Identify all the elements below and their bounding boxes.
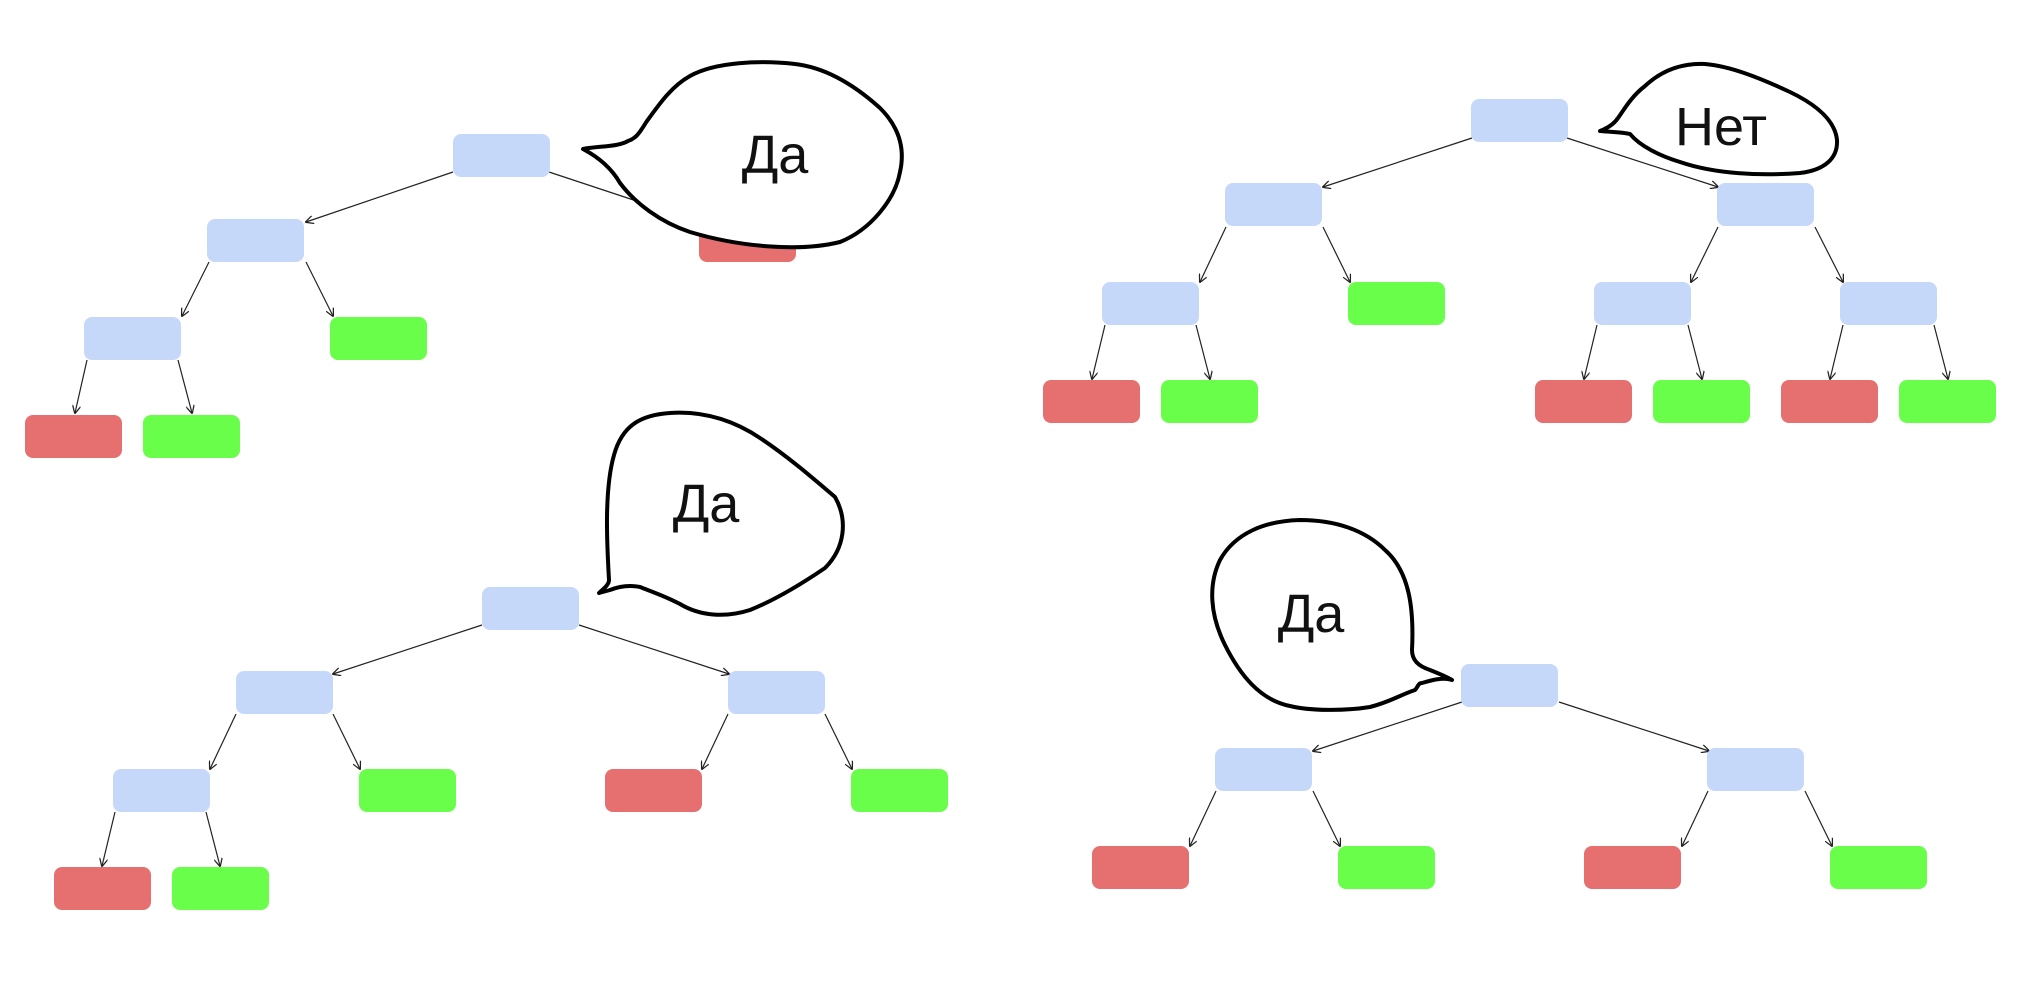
- edge: [1190, 790, 1217, 846]
- edge: [824, 713, 852, 769]
- leaf-node-red: [1535, 380, 1632, 423]
- edge: [210, 713, 237, 769]
- leaf-node-green: [1338, 846, 1435, 889]
- decision-node: [1102, 282, 1199, 325]
- speech-bubble: [1210, 518, 1454, 712]
- decision-node: [1840, 282, 1937, 325]
- leaf-node-green: [1830, 846, 1927, 889]
- edge: [332, 713, 360, 769]
- edge: [333, 624, 483, 674]
- decision-node: [1717, 183, 1814, 226]
- decision-node: [1471, 99, 1568, 142]
- decision-node: [1225, 183, 1322, 226]
- edge: [305, 261, 333, 316]
- decision-node: [1461, 664, 1558, 707]
- speech-bubble: [597, 410, 845, 617]
- edge: [306, 171, 454, 222]
- leaf-node-green: [851, 769, 948, 812]
- decision-node: [482, 587, 579, 630]
- decision-node: [453, 134, 550, 177]
- leaf-node-green: [1348, 282, 1445, 325]
- leaf-node-green: [330, 317, 427, 360]
- leaf-node-red: [605, 769, 702, 812]
- edge: [1322, 226, 1350, 282]
- edge: [1558, 701, 1709, 751]
- tree-bottom-left: Да: [54, 410, 948, 910]
- edge: [1200, 226, 1227, 282]
- tree-top-left: Да: [25, 60, 904, 458]
- edge: [1814, 226, 1843, 282]
- leaf-node-red: [25, 415, 122, 458]
- decision-node: [207, 219, 304, 262]
- decision-node: [1707, 748, 1804, 791]
- edge: [578, 624, 729, 674]
- edge: [205, 811, 220, 866]
- leaf-node-green: [1653, 380, 1750, 423]
- edge: [102, 811, 116, 866]
- decision-node: [113, 769, 210, 812]
- edge: [1682, 790, 1709, 846]
- edge: [182, 261, 210, 316]
- edge: [1323, 137, 1473, 187]
- edge: [1933, 324, 1948, 379]
- edge: [1566, 137, 1718, 187]
- edge: [702, 713, 729, 769]
- answer-label: Да: [673, 474, 741, 534]
- leaf-node-green: [143, 415, 240, 458]
- leaf-node-red: [1092, 846, 1189, 889]
- edge: [75, 359, 88, 413]
- decision-node: [84, 317, 181, 360]
- edge: [1313, 701, 1463, 751]
- answer-label: Да: [1278, 584, 1346, 644]
- decision-node: [728, 671, 825, 714]
- decision-node: [1594, 282, 1691, 325]
- edge: [1312, 790, 1340, 846]
- edge: [1195, 324, 1210, 379]
- speech-bubble: [581, 60, 904, 250]
- decision-node: [1215, 748, 1312, 791]
- tree-bottom-right: Да: [1092, 518, 1927, 889]
- edge: [1584, 324, 1598, 379]
- leaf-node-green: [1161, 380, 1258, 423]
- answer-label: Нет: [1675, 97, 1767, 157]
- edge: [1691, 226, 1719, 282]
- edge: [1687, 324, 1702, 379]
- leaf-node-green: [172, 867, 269, 910]
- leaf-node-green: [359, 769, 456, 812]
- edge: [177, 359, 192, 413]
- answer-label: Да: [742, 125, 810, 185]
- leaf-node-red: [1781, 380, 1878, 423]
- leaf-node-red: [1584, 846, 1681, 889]
- edge: [1092, 324, 1106, 379]
- edge: [1830, 324, 1844, 379]
- leaf-node-red: [1043, 380, 1140, 423]
- decision-node: [236, 671, 333, 714]
- tree-top-right: Нет: [1043, 61, 1996, 423]
- edge: [1804, 790, 1832, 846]
- speech-bubble: [1598, 61, 1840, 177]
- leaf-node-red: [54, 867, 151, 910]
- leaf-node-green: [1899, 380, 1996, 423]
